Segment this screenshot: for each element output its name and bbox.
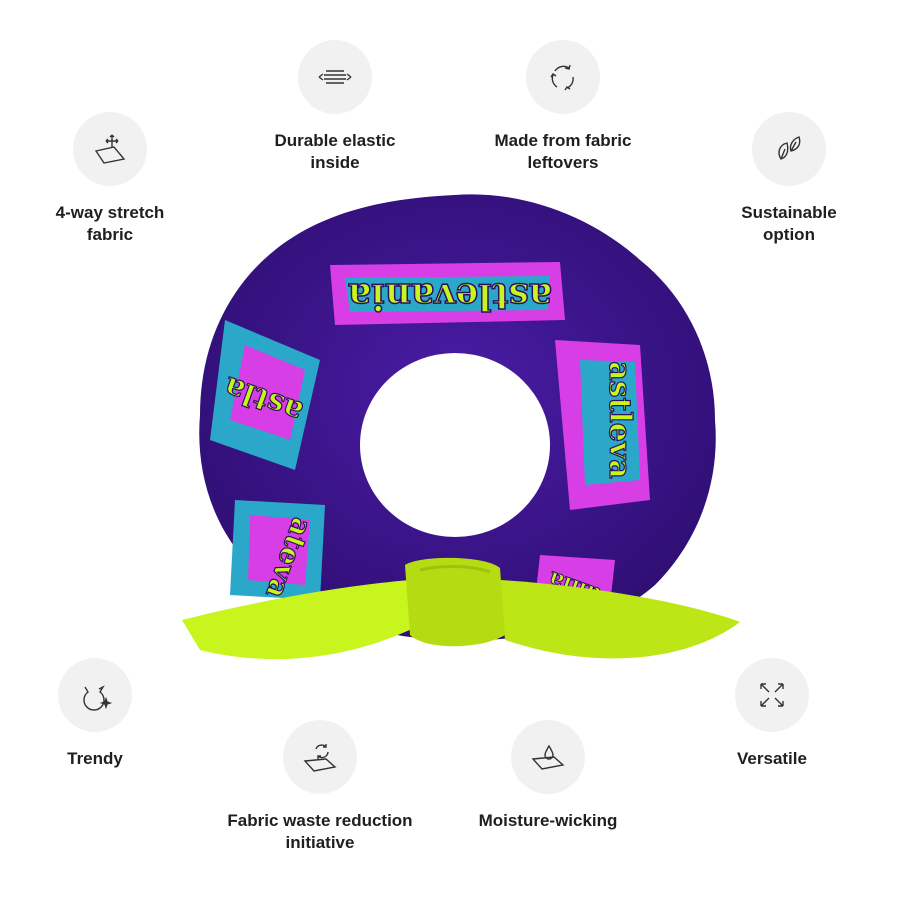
elastic-icon [298,40,372,114]
feature-label: Moisture-wicking [478,811,618,830]
feature-label: Durable elastic inside [274,131,396,172]
leaves-icon [752,112,826,186]
logo-patch-top: astlevania [330,262,565,325]
feature-label: Fabric waste reduction initiative [227,811,413,852]
feature-stretch: 4-way stretch fabric [0,112,220,246]
feature-trendy: Trendy [0,658,205,770]
expand-arrows-icon [735,658,809,732]
scrunchie-bow [182,557,740,660]
droplet-fabric-icon [511,720,585,794]
cat-sparkle-icon [58,658,132,732]
feature-versatile: Versatile [662,658,882,770]
feature-sustainable: Sustainable option [679,112,899,246]
feature-moisture: Moisture-wicking [438,720,658,832]
stretch-fabric-icon [73,112,147,186]
svg-text:astleva: astleva [602,361,637,479]
fabric-recycle-icon [283,720,357,794]
feature-label: Sustainable option [741,203,837,244]
logo-patch-left: astla [210,320,320,470]
logo-patch-right: astleva [555,340,650,510]
feature-label: Trendy [67,749,123,768]
feature-label: Versatile [737,749,807,768]
feature-waste: Fabric waste reduction initiative [210,720,430,854]
logo-patch-bottom-left: ateva [230,500,325,604]
feature-label: 4-way stretch fabric [55,203,165,244]
feature-label: Made from fabric leftovers [494,131,632,172]
svg-text:astlevania: astlevania [348,275,552,317]
recycle-icon [526,40,600,114]
feature-elastic: Durable elastic inside [225,40,445,174]
feature-leftovers: Made from fabric leftovers [453,40,673,174]
